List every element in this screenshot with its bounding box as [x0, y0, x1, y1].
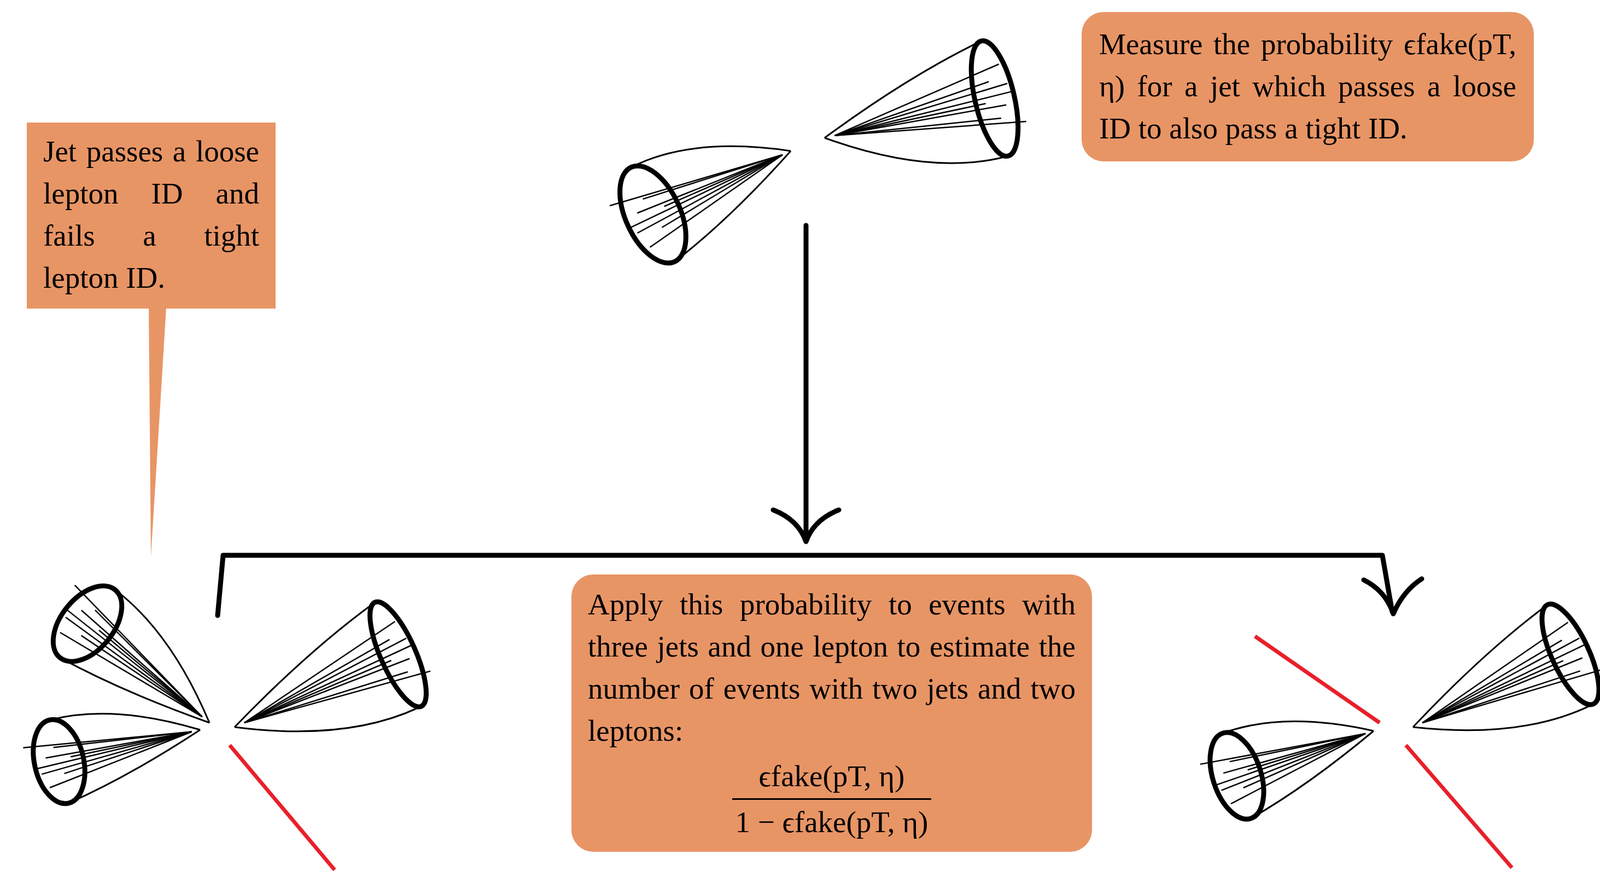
- jet-ellipse: [1530, 596, 1600, 712]
- jet-cone: [1412, 596, 1600, 731]
- track-line: [1422, 670, 1580, 723]
- track-line: [98, 629, 202, 717]
- track-line: [81, 610, 203, 717]
- lepton-line: [229, 744, 335, 870]
- jet-cone: [22, 713, 201, 809]
- track-line: [1422, 643, 1586, 723]
- arrow-head: [1363, 578, 1422, 614]
- track-line: [1422, 660, 1563, 723]
- track-line: [45, 731, 192, 758]
- cone-edge: [49, 713, 201, 730]
- down-arrow: [803, 225, 809, 539]
- callout-tail: [148, 307, 167, 557]
- track-line: [661, 154, 782, 228]
- jet-ellipse: [606, 155, 700, 273]
- jet-cone: [234, 594, 438, 732]
- note-box: Apply this probability to events with th…: [571, 574, 1093, 852]
- jet-cone: [824, 36, 1027, 164]
- track-line: [41, 731, 192, 774]
- cone-edge: [674, 150, 791, 262]
- fraction-row: ϵfake(pT, η)1 − ϵfake(pT, η): [587, 754, 1076, 843]
- track-line: [49, 731, 192, 787]
- lepton-line: [1254, 635, 1380, 723]
- callout-tail-group: [148, 307, 167, 557]
- track-line: [637, 154, 783, 214]
- cone-edge: [234, 602, 376, 727]
- box-text: Measure the probability ϵfake(pT, η) for…: [1099, 22, 1517, 150]
- track-line: [244, 644, 413, 723]
- jet-ellipse: [25, 714, 93, 809]
- jet-illustration: [22, 36, 1600, 870]
- track-line: [650, 154, 783, 248]
- fraction-numerator: ϵfake(pT, η): [732, 754, 932, 798]
- track-line: [244, 639, 390, 723]
- jet-cone: [39, 573, 210, 723]
- track-line: [35, 731, 192, 769]
- track-line: [664, 154, 783, 207]
- box-text: Apply this probability to events with th…: [587, 582, 1076, 752]
- track-line: [1422, 639, 1562, 723]
- note-box: Measure the probability ϵfake(pT, η) for…: [1081, 12, 1534, 162]
- track-line: [1247, 733, 1366, 770]
- track-line: [1214, 733, 1366, 786]
- track-line: [244, 638, 407, 723]
- jet-cone: [606, 146, 791, 273]
- track-line: [70, 731, 192, 757]
- track-line: [65, 616, 203, 717]
- track-line: [834, 103, 986, 136]
- fraction: ϵfake(pT, η)1 − ϵfake(pT, η): [732, 754, 932, 843]
- track-line: [637, 154, 783, 233]
- lepton-line: [1405, 744, 1512, 868]
- track-line: [1230, 733, 1366, 804]
- track-line: [609, 154, 783, 206]
- cone-edge: [68, 729, 201, 803]
- track-line: [22, 731, 192, 747]
- track-line: [629, 154, 783, 229]
- callout-box: Jet passes a loose lepton ID and fails a…: [26, 122, 276, 309]
- jet-ellipse: [1200, 725, 1275, 826]
- track-line: [65, 608, 202, 717]
- cone-edge: [1222, 721, 1374, 733]
- track-line: [834, 118, 1002, 136]
- track-line: [244, 660, 392, 723]
- fraction-denominator: 1 − ϵfake(pT, η): [732, 797, 932, 843]
- jet-cone: [1200, 721, 1374, 826]
- arrow-head: [773, 509, 839, 542]
- jet-ellipse: [358, 594, 437, 714]
- track-line: [834, 121, 1027, 136]
- jet-ellipse: [39, 573, 136, 675]
- track-line: [1422, 637, 1580, 723]
- cone-edge: [824, 137, 1008, 163]
- box-text: Jet passes a loose lepton ID and fails a…: [43, 130, 260, 299]
- jet-ellipse: [962, 36, 1028, 161]
